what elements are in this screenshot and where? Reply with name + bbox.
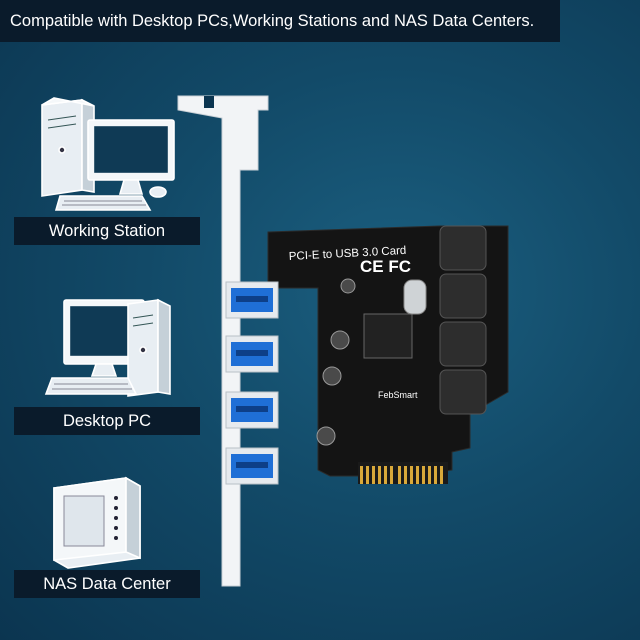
sata-power-connectors bbox=[439, 225, 487, 415]
pcie-usb-card: PCI-E to USB 3.0 Card CE FC FebSmart bbox=[177, 95, 509, 587]
desktop-pc-icon bbox=[44, 298, 171, 397]
device-label-workstation: Working Station bbox=[14, 217, 200, 245]
gold-finger-contacts bbox=[358, 462, 448, 484]
usb-ports bbox=[225, 281, 279, 485]
capacitors bbox=[316, 278, 356, 446]
usb-port bbox=[225, 281, 279, 319]
compatibility-banner: Compatible with Desktop PCs,Working Stat… bbox=[0, 0, 560, 42]
nas-icon bbox=[53, 476, 141, 569]
device-label-nas: NAS Data Center bbox=[14, 570, 200, 598]
brand-logo-text: FebSmart bbox=[378, 390, 418, 400]
cert-marks: CE FC bbox=[360, 257, 411, 276]
usb-port bbox=[225, 391, 279, 429]
usb-port bbox=[225, 447, 279, 485]
controller-chip bbox=[363, 313, 413, 359]
workstation-icon bbox=[41, 97, 175, 211]
usb-port bbox=[225, 335, 279, 373]
crystal-oscillator bbox=[403, 279, 427, 315]
device-label-desktop-pc: Desktop PC bbox=[14, 407, 200, 435]
